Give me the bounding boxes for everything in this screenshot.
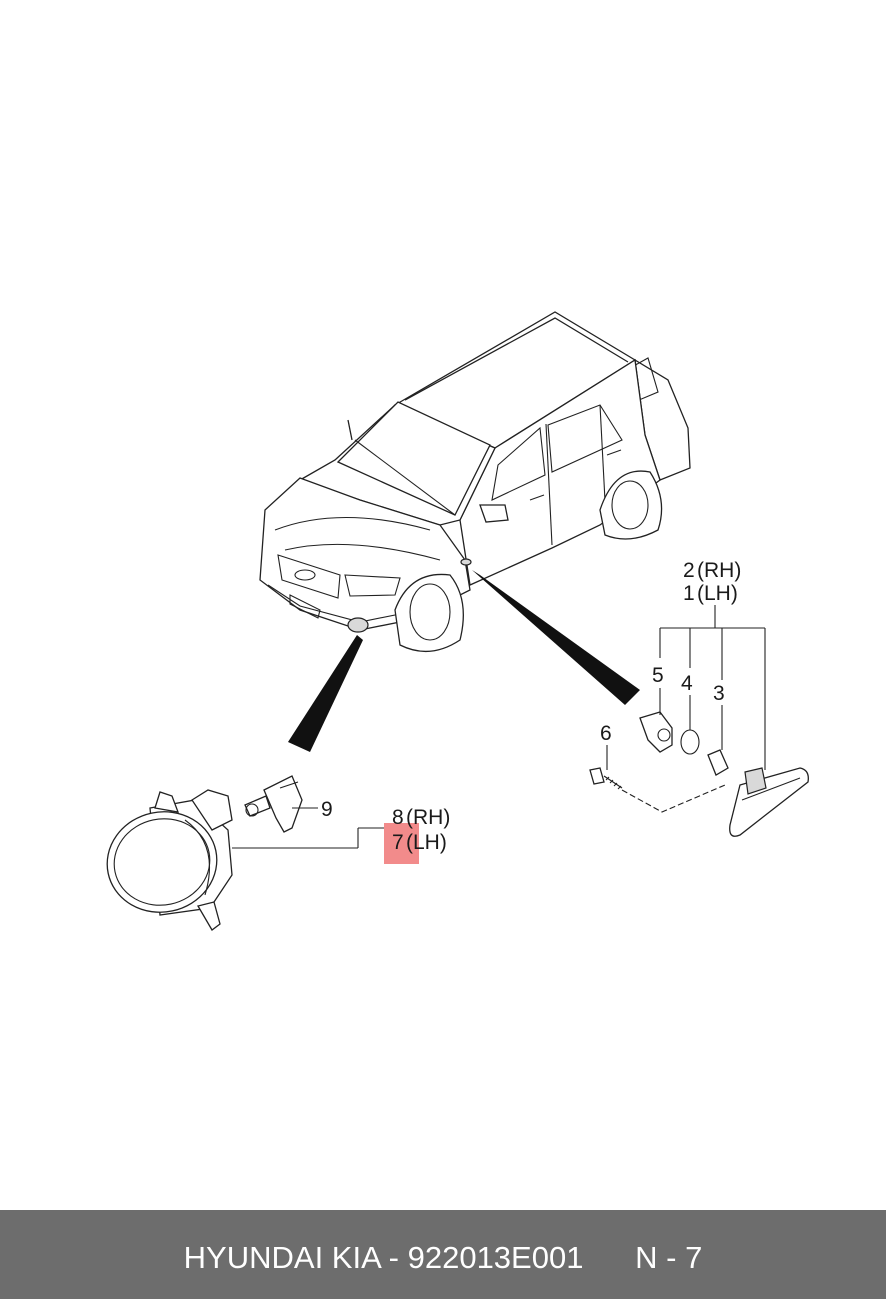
callout-8-number: 8 xyxy=(392,806,404,829)
pointer-fog-lamp xyxy=(288,635,363,752)
callout-7-number: 7 xyxy=(392,831,404,854)
callout-4-number: 4 xyxy=(681,672,693,695)
callout-8-side: (RH) xyxy=(406,806,450,829)
callout-2-side: (RH) xyxy=(697,559,741,582)
callout-3-number: 3 xyxy=(713,682,725,705)
vehicle-illustration xyxy=(259,311,691,653)
callout-7-side: (LH) xyxy=(406,831,447,854)
fog-lamp-assembly xyxy=(106,789,233,931)
leader-lines xyxy=(232,605,766,849)
callout-7-highlight xyxy=(384,823,419,864)
callout-1-number: 1 xyxy=(683,582,695,605)
footer-page-ref: N - 7 xyxy=(635,1240,703,1275)
pointer-side-marker xyxy=(472,570,640,705)
footer-bar: HYUNDAI KIA - 922013E001 N - 7 xyxy=(0,1210,886,1299)
callout-1-side: (LH) xyxy=(697,582,738,605)
parts-diagram: 2 (RH) 1 (LH) 5 4 3 6 9 8 (RH) 7 (LH) xyxy=(106,311,809,931)
side-marker-assembly xyxy=(589,711,809,837)
callout-2-number: 2 xyxy=(683,559,695,582)
footer-caption: HYUNDAI KIA - 922013E001 N - 7 xyxy=(0,1240,886,1276)
callout-9-number: 9 xyxy=(321,798,333,821)
fog-lamp-bulb xyxy=(244,775,303,833)
callout-5-number: 5 xyxy=(652,664,664,687)
footer-part-number: HYUNDAI KIA - 922013E001 xyxy=(183,1240,584,1275)
callout-6-number: 6 xyxy=(600,722,612,745)
